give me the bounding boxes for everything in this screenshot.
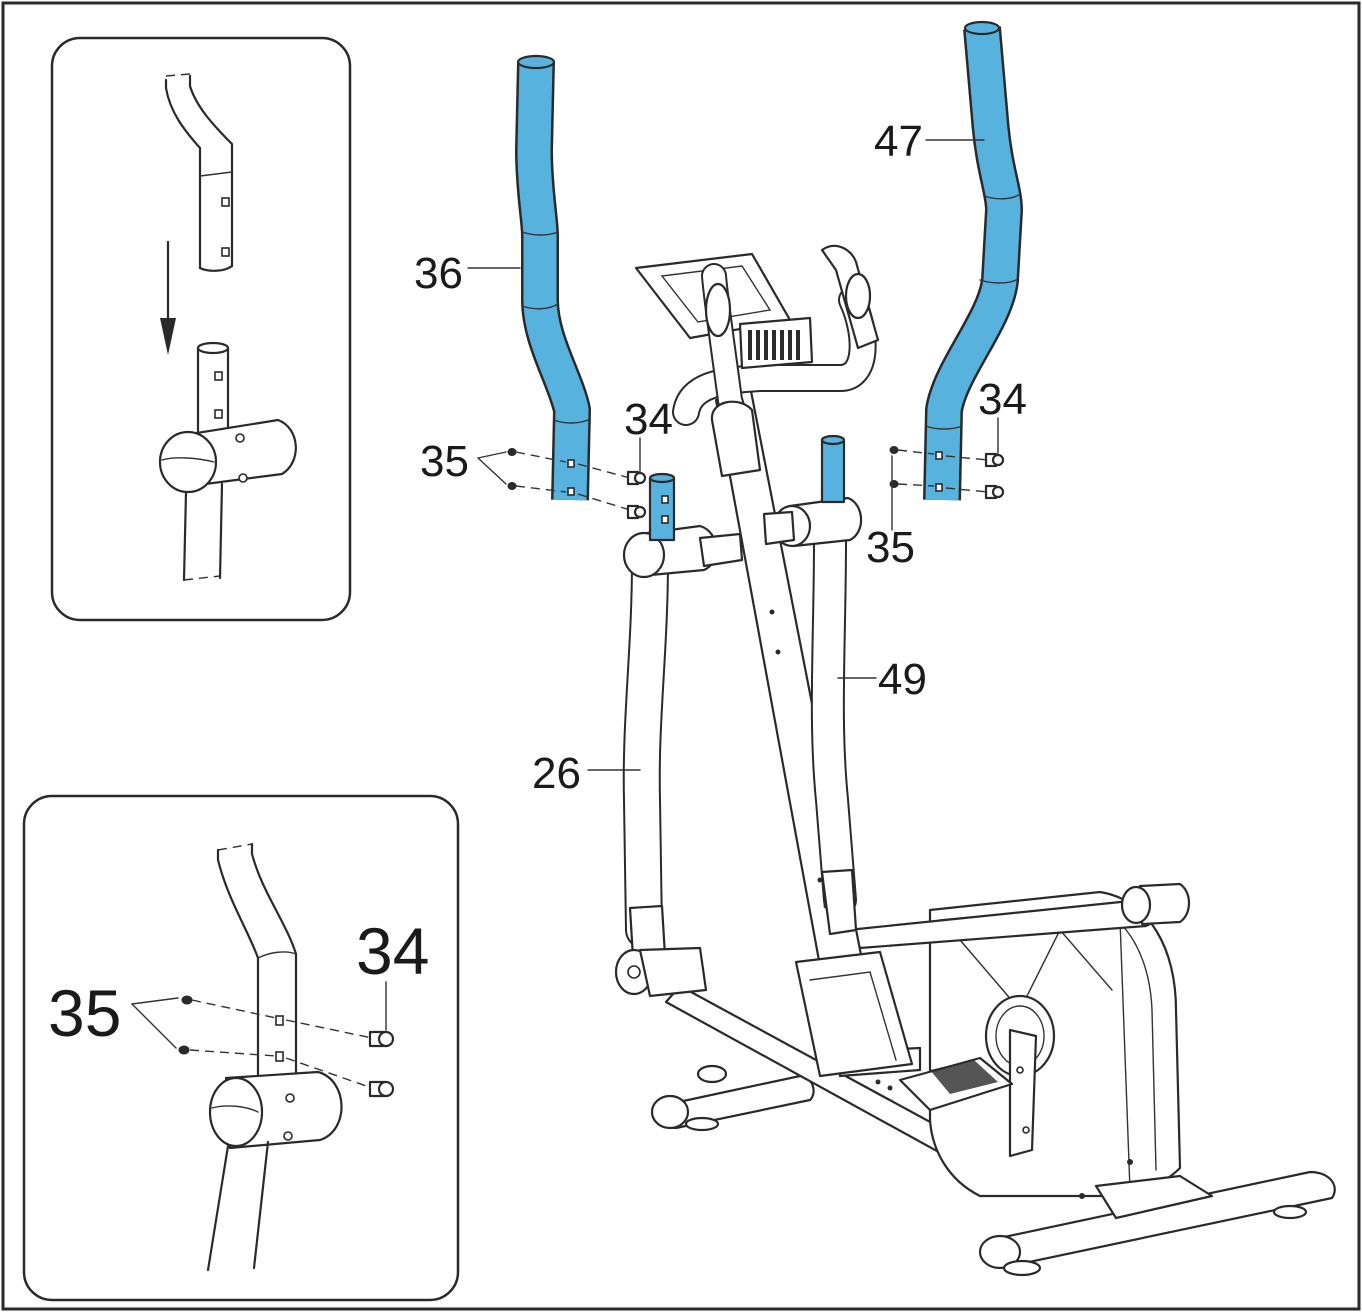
- inset-upper-tube: [164, 73, 234, 272]
- pivot-right: [762, 496, 863, 548]
- front-stabilizer: [650, 1064, 815, 1132]
- inset-washers: [131, 995, 277, 1057]
- label-35-left: 35: [420, 437, 469, 486]
- inset-pivot: [206, 1070, 343, 1272]
- inset-tube: [216, 842, 298, 1078]
- sleeve-left: [648, 472, 676, 542]
- arrow-down-icon: [160, 240, 176, 355]
- hardware-left: [477, 437, 647, 520]
- lower-handlebar-right: [810, 523, 858, 936]
- flywheel-housing: [928, 890, 1214, 1220]
- console-grill: [748, 330, 800, 360]
- label-47: 47: [874, 117, 923, 166]
- console: [634, 244, 880, 478]
- leader-lines: [467, 139, 985, 771]
- upper-handlebar-left: [515, 54, 591, 501]
- label-35-right: 35: [866, 523, 915, 572]
- inset-insertion-detail: [50, 36, 352, 622]
- rear-arms: [846, 882, 1191, 950]
- label-34-left: 34: [624, 395, 673, 444]
- sleeve-right: [820, 434, 846, 504]
- inset-bolts: [285, 981, 395, 1098]
- label-34-right: 34: [978, 375, 1027, 424]
- label-34-inset: 34: [356, 914, 429, 988]
- inset-frame-top: [50, 36, 352, 622]
- upper-handlebar-right: [923, 20, 1023, 501]
- inset-lower-assembly: [158, 341, 297, 582]
- inset-fastening-detail: 35 34: [22, 794, 460, 1302]
- inset-frame-bottom: [22, 794, 460, 1302]
- elliptical-trainer: [467, 20, 1336, 1277]
- hardware-right: [889, 417, 1005, 531]
- label-35-inset: 35: [48, 976, 121, 1050]
- rear-stabilizer: [978, 1170, 1336, 1277]
- label-26: 26: [532, 749, 581, 798]
- lower-handlebar-left: [614, 541, 708, 998]
- label-49: 49: [878, 655, 927, 704]
- label-36: 36: [414, 249, 463, 298]
